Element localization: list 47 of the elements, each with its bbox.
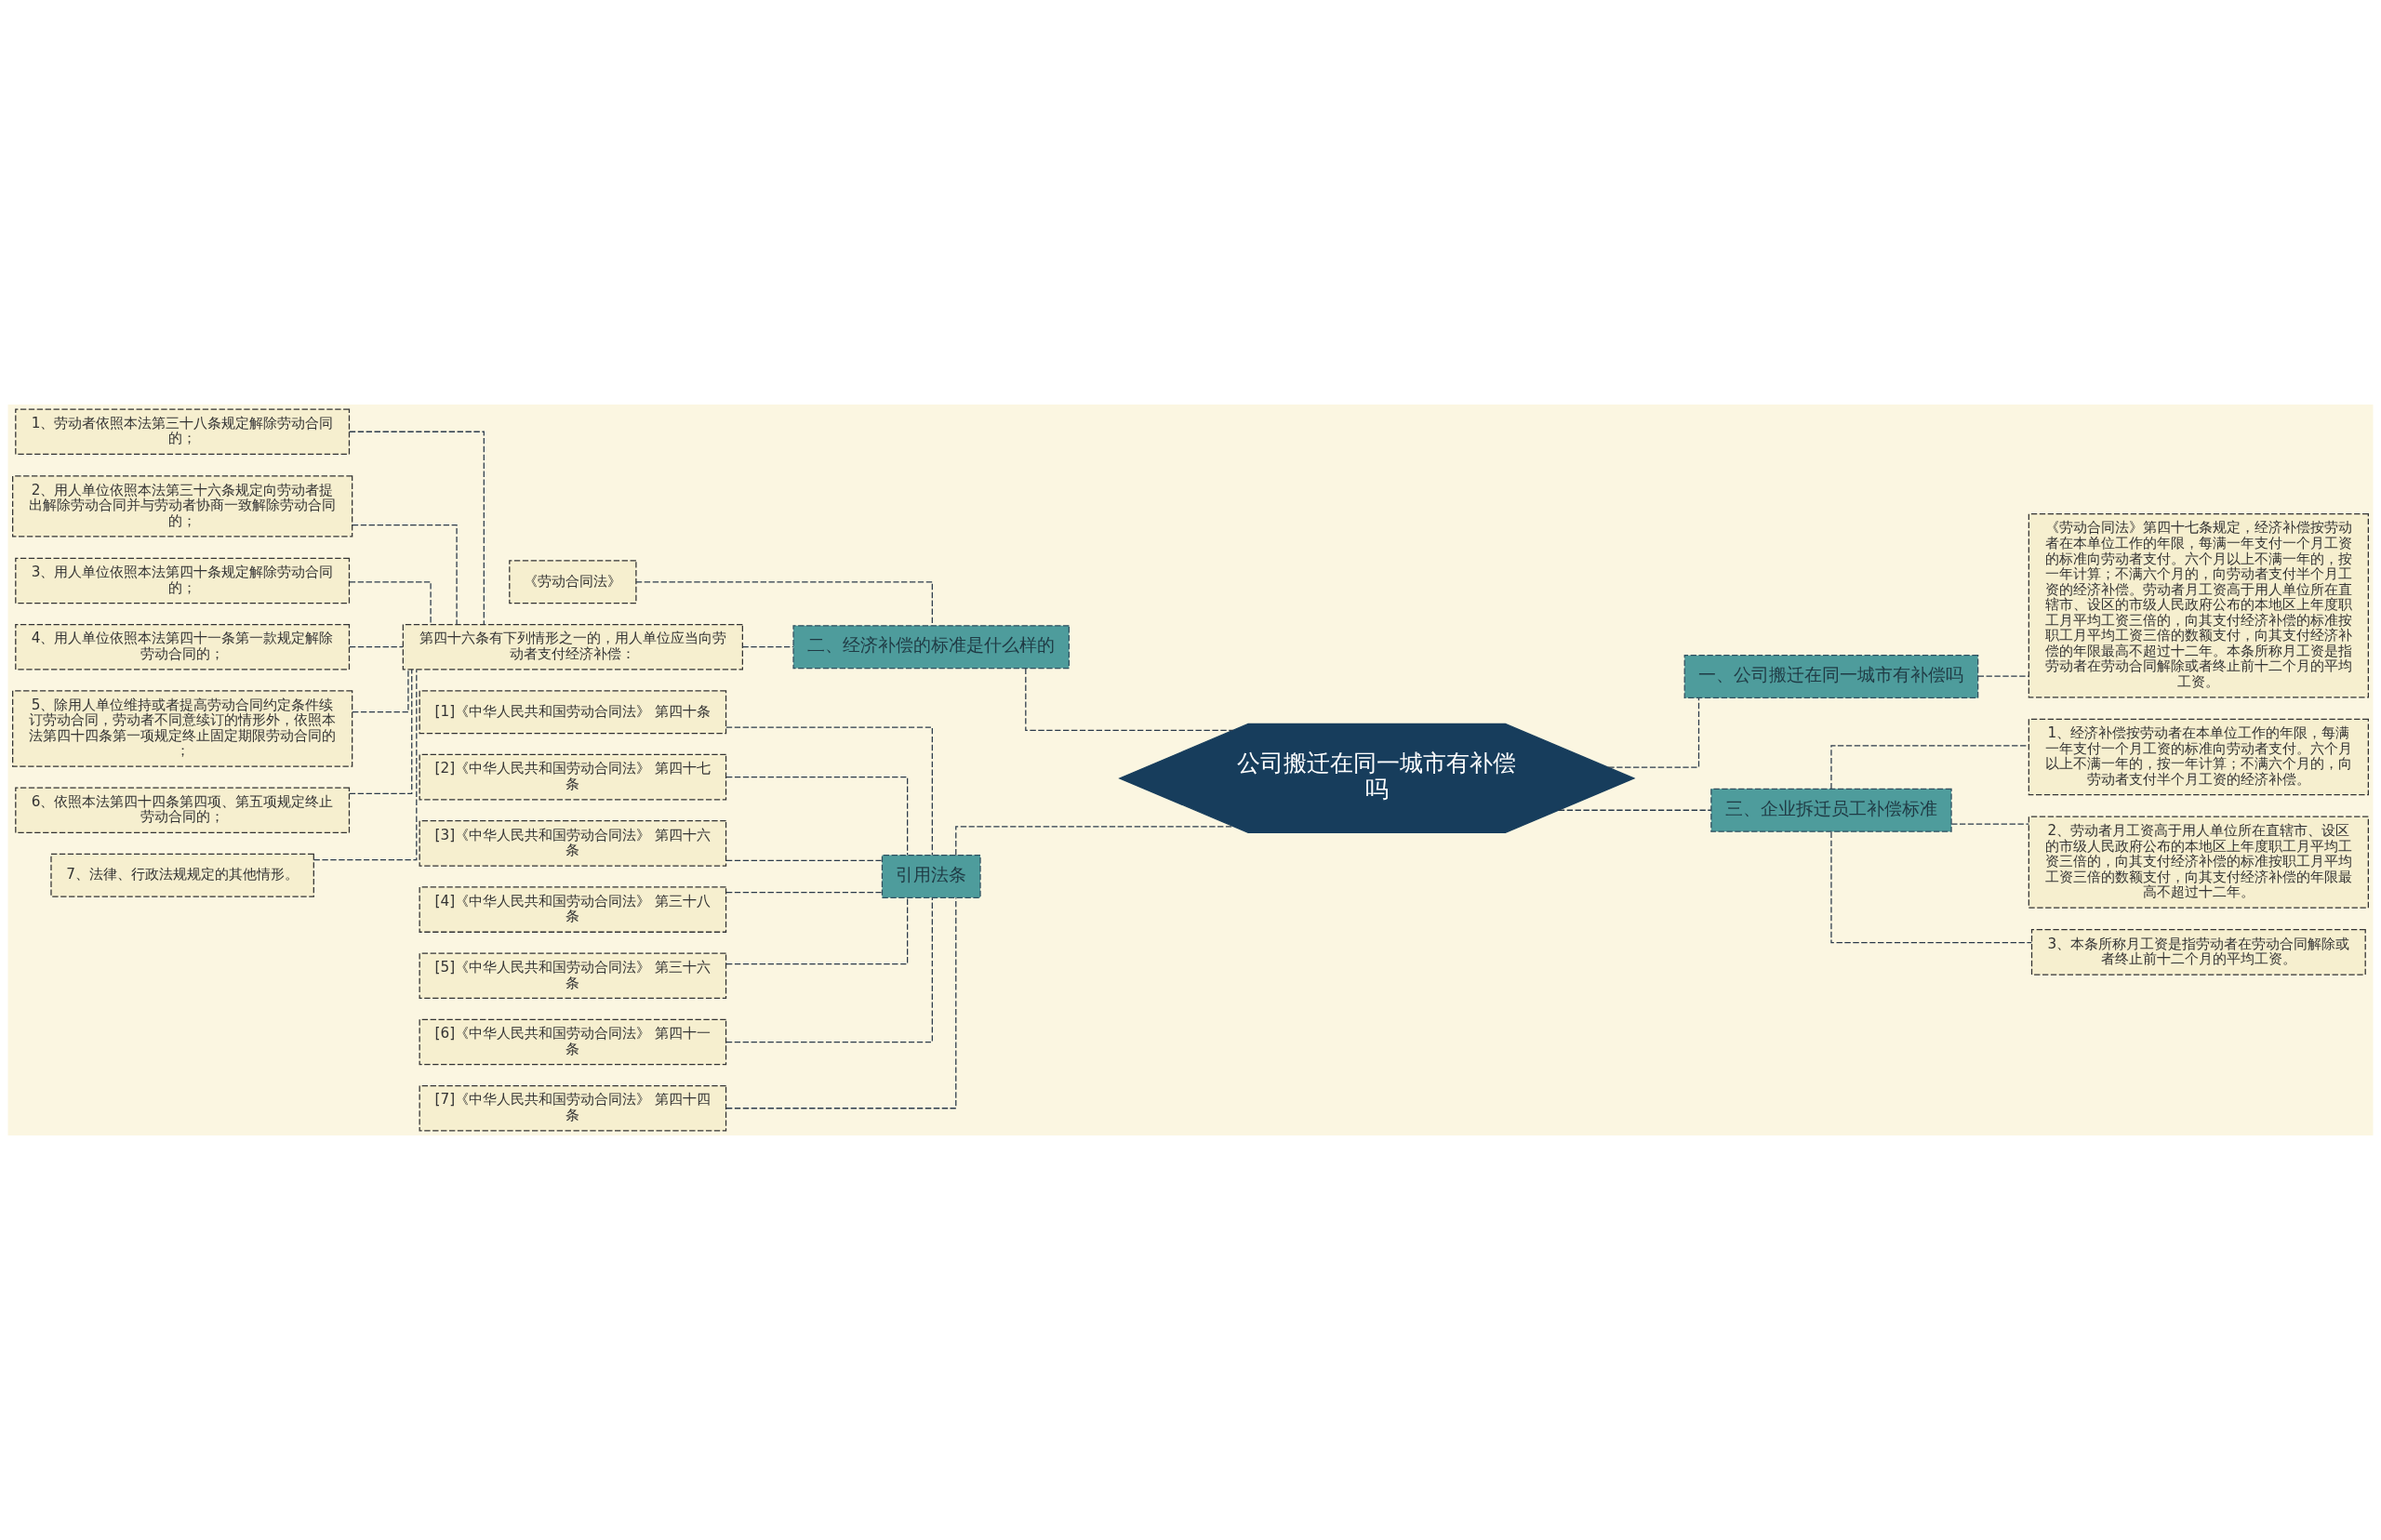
- connector: [1558, 809, 1712, 811]
- connector: [725, 726, 933, 856]
- connector: [725, 896, 957, 1109]
- node-box: 1、经济补偿按劳动者在本单位工作的年限，每满一年支付一个月工资的标准向劳动者支付。六个月以上不满一年的，按一年计算；不满六个月的，向劳动者支付半个月工资的经济补偿。: [2028, 718, 2369, 796]
- connector: [349, 581, 432, 625]
- node-box: 6、依照本法第四十四条第四项、第五项规定终止劳动合同的；: [15, 787, 351, 834]
- node-box: [7]《中华人民共和国劳动合同法》 第四十四条: [419, 1084, 727, 1132]
- node-box: 4、用人单位依照本法第四十一条第一款规定解除劳动合同的；: [15, 623, 351, 670]
- node-box: [2]《中华人民共和国劳动合同法》 第四十七条: [419, 753, 727, 801]
- connector: [741, 646, 794, 648]
- connector: [352, 524, 458, 625]
- connector: [725, 896, 933, 1043]
- connector: [349, 431, 485, 626]
- node-box: 一、公司搬迁在同一城市有补偿吗: [1683, 655, 1979, 699]
- node-box: 《劳动合同法》第四十七条规定，经济补偿按劳动者在本单位工作的年限，每满一年支付一个月工资的标准向劳动者支付。六个月以上不满一年的，按一年计算；不满六个月的，向劳动者支付半个月工资的经济补偿。劳动者月工资高于用人单位所在直辖市、设区的市级人民政府公布的本地区上年度职工月平均工资三倍的，向其支付经济补偿的标准按职工月平均工资三倍的数额支付，向其支付经济补偿的年限最高不超过十二年。本条所称月工资是指劳动者在劳动合同解除或者终止前十二个月的平均工资。: [2028, 513, 2369, 698]
- node-box: 《劳动合同法》: [509, 560, 637, 604]
- node-box: 三、企业拆迁员工补偿标准: [1710, 788, 1952, 832]
- node-box: 第四十六条有下列情形之一的，用人单位应当向劳动者支付经济补偿：: [402, 623, 743, 670]
- node-box: [1]《中华人民共和国劳动合同法》 第四十条: [419, 690, 727, 735]
- connector: [352, 669, 409, 713]
- connector: [1607, 697, 1700, 768]
- node-box: 3、用人单位依照本法第四十条规定解除劳动合同的；: [15, 557, 351, 604]
- connector: [1950, 823, 2029, 825]
- connector: [349, 646, 404, 648]
- node-box: [4]《中华人民共和国劳动合同法》 第三十八条: [419, 886, 727, 933]
- node-box: 引用法条: [881, 854, 981, 898]
- connector: [313, 669, 418, 861]
- node-box: 7、法律、行政法规规定的其他情形。: [50, 853, 314, 897]
- node-box: 2、劳动者月工资高于用人单位所在直辖市、设区的市级人民政府公布的本地区上年度职工月平均工资三倍的，向其支付经济补偿的标准按职工月平均工资三倍的数额支付，向其支付经济补偿的年限最高不超过十二年。: [2028, 816, 2369, 909]
- node-box: [6]《中华人民共和国劳动合同法》 第四十一条: [419, 1018, 727, 1066]
- connector: [635, 581, 933, 627]
- connector: [1830, 831, 2032, 944]
- node-box: 1、劳动者依照本法第三十八条规定解除劳动合同的；: [15, 408, 351, 456]
- node-box: 3、本条所称月工资是指劳动者在劳动合同解除或者终止前十二个月的平均工资。: [2030, 929, 2366, 976]
- node-box: [3]《中华人民共和国劳动合同法》 第四十六条: [419, 820, 727, 867]
- node-box: [5]《中华人民共和国劳动合同法》 第三十六条: [419, 952, 727, 1000]
- connector: [725, 859, 883, 861]
- node-box: 2、用人单位依照本法第三十六条规定向劳动者提出解除劳动合同并与劳动者协商一致解除劳动合同的；: [12, 475, 353, 538]
- node-box: 二、经济补偿的标准是什么样的: [792, 625, 1071, 670]
- node-box: 5、除用人单位维持或者提高劳动合同约定条件续订劳动合同，劳动者不同意续订的情形外，依照本法第四十四条第一项规定终止固定期限劳动合同的；: [12, 690, 353, 767]
- connector: [349, 669, 413, 795]
- connector: [725, 892, 883, 894]
- connector: [725, 777, 909, 856]
- connector: [725, 897, 909, 965]
- connector: [1025, 668, 1234, 731]
- connector: [1977, 675, 2029, 677]
- connector: [1830, 745, 2029, 790]
